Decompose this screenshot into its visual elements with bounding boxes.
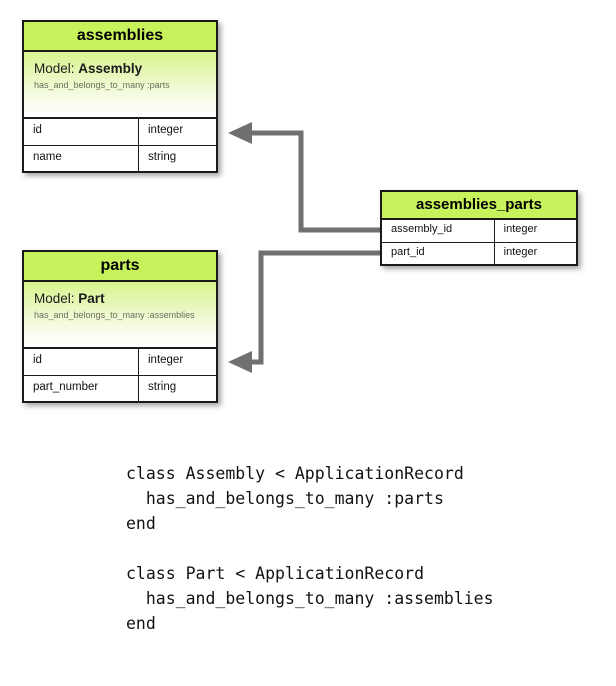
field-name: part_id (382, 243, 495, 264)
field-name: id (24, 119, 139, 145)
code-line-7: end (126, 614, 156, 633)
er-fields-assemblies-parts: assembly_id integer part_id integer (382, 220, 576, 264)
model-label: Model: (34, 61, 75, 76)
er-table-assemblies-parts[interactable]: assemblies_parts assembly_id integer par… (380, 190, 578, 266)
field-name: id (24, 349, 139, 375)
table-row[interactable]: name string (24, 145, 216, 171)
table-row[interactable]: part_id integer (382, 242, 576, 264)
er-table-title-parts: parts (24, 252, 216, 282)
field-type: integer (503, 246, 538, 258)
er-fields-assemblies: id integer name string (24, 119, 216, 171)
ruby-code-block: class Assembly < ApplicationRecord has_a… (126, 436, 494, 686)
code-line-4 (126, 536, 494, 561)
model-label: Model: (34, 291, 75, 306)
er-model-line-assemblies: Model: Assembly (34, 61, 206, 77)
er-model-section-parts: Model: Part has_and_belongs_to_many :ass… (24, 282, 216, 349)
code-line-6: has_and_belongs_to_many :assemblies (126, 589, 494, 608)
field-type: integer (148, 354, 184, 366)
model-name: Assembly (78, 61, 143, 76)
table-row[interactable]: id integer (24, 119, 216, 145)
code-line-5: class Part < ApplicationRecord (126, 564, 425, 583)
field-type: integer (503, 223, 538, 235)
field-type: integer (148, 124, 184, 136)
er-table-title-assemblies-parts: assemblies_parts (382, 192, 576, 220)
er-table-assemblies[interactable]: assemblies Model: Assembly has_and_belon… (22, 20, 218, 173)
er-association-assemblies: has_and_belongs_to_many :parts (34, 79, 170, 90)
er-table-parts[interactable]: parts Model: Part has_and_belongs_to_man… (22, 250, 218, 403)
model-name: Part (78, 291, 105, 306)
code-line-3: end (126, 514, 156, 533)
er-association-parts: has_and_belongs_to_many :assemblies (34, 309, 195, 320)
code-line-1: class Assembly < ApplicationRecord (126, 464, 464, 483)
code-line-2: has_and_belongs_to_many :parts (126, 489, 444, 508)
field-name: assembly_id (382, 220, 495, 242)
er-table-title-assemblies: assemblies (24, 22, 216, 52)
diagram-canvas: assemblies Model: Assembly has_and_belon… (22, 20, 578, 633)
table-row[interactable]: part_number string (24, 375, 216, 401)
connector-assembly-id (228, 122, 380, 233)
er-model-line-parts: Model: Part (34, 291, 206, 307)
connector-part-id (228, 250, 380, 373)
field-type: string (148, 151, 177, 163)
field-name: part_number (24, 376, 139, 401)
field-type: string (148, 381, 177, 393)
field-name: name (24, 146, 139, 171)
table-row[interactable]: assembly_id integer (382, 220, 576, 242)
table-row[interactable]: id integer (24, 349, 216, 375)
er-model-section-assemblies: Model: Assembly has_and_belongs_to_many … (24, 52, 216, 119)
er-fields-parts: id integer part_number string (24, 349, 216, 401)
